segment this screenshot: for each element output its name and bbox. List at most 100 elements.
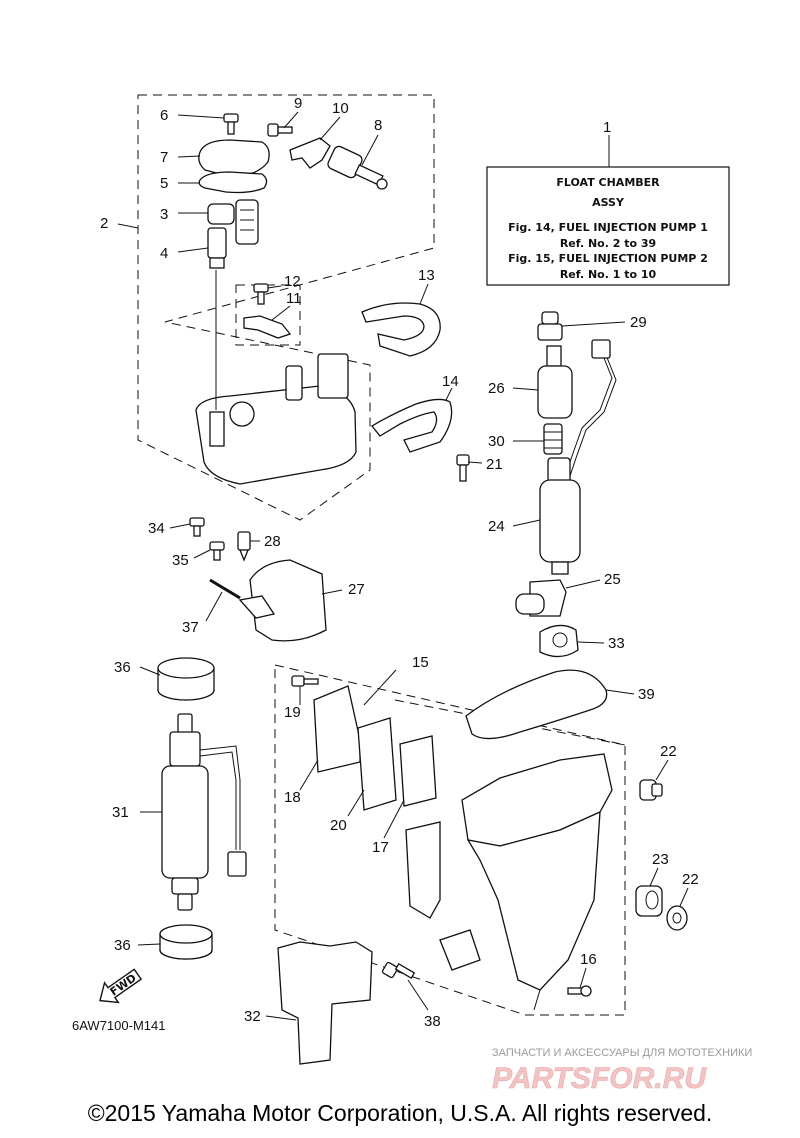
info-box-line3: Fig. 14, FUEL INJECTION PUMP 1 [508,221,708,234]
part-6-screw [223,113,239,135]
callout-22b: 22 [682,871,699,888]
callout-9: 9 [294,95,302,112]
watermark-logo: PARTSFOR.RU [492,1062,707,1095]
info-box-line5: Fig. 15, FUEL INJECTION PUMP 2 [508,252,708,265]
copyright-notice: ©2015 Yamaha Motor Corporation, U.S.A. A… [87,1100,713,1126]
callout-35: 35 [172,552,189,569]
group-outline-15 [274,664,626,1016]
callout-14: 14 [442,373,459,390]
watermark-top-text: ЗАПЧАСТИ И АКСЕССУАРЫ ДЛЯ МОТОТЕХНИКИ [492,1047,752,1059]
part-32-bracket [277,941,373,1065]
callout-32: 32 [244,1008,261,1025]
callout-11: 11 [286,290,302,307]
part-22-grommet-upper [639,779,663,801]
callout-18: 18 [284,789,301,806]
callout-30: 30 [488,433,505,450]
part-24-fuel-pump [539,457,581,575]
part-36-bushing-top [157,657,215,701]
callout-20: 20 [330,817,347,834]
part-19-screw [291,675,319,687]
part-10-bracket [289,137,331,169]
part-39-gasket [465,669,608,740]
callout-6: 6 [160,107,168,124]
part-7-cover [198,139,270,177]
fwd-label: FWD [108,971,139,998]
part-18-plate [313,685,361,773]
part-15-float-chamber [405,753,613,1011]
part-16-screw [567,985,592,997]
callout-12: 12 [284,273,301,290]
part-22-grommet-lower [666,905,688,931]
part-25-filter [515,579,567,617]
info-box-line1: FLOAT CHAMBER [556,176,660,189]
part-36-bushing-bottom [159,924,213,960]
callout-23: 23 [652,851,669,868]
callout-numbers: 1 2 3 4 5 6 7 8 9 10 11 12 13 14 15 16 1… [100,95,699,1030]
callout-10: 10 [332,100,349,117]
part-8-valve [327,145,388,190]
info-box: FLOAT CHAMBER ASSY Fig. 14, FUEL INJECTI… [486,166,730,286]
part-9-bolt [267,123,293,137]
info-box-line6: Ref. No. 1 to 10 [560,268,657,281]
part-26-holder [537,339,617,477]
part-5-gasket [198,171,268,194]
info-box-line2: ASSY [592,196,625,209]
part-30-filter [543,423,563,455]
part-38-bolt [381,961,416,979]
part-11-clip [243,315,292,339]
part-35-bolt [209,541,225,561]
group-outline-2 [137,94,435,521]
part-27-cover [238,559,327,642]
part-29-grommet [537,311,563,341]
part-17-gasket [399,735,437,807]
callout-31: 31 [112,804,129,821]
callout-27: 27 [348,581,365,598]
callout-19: 19 [284,704,301,721]
part-23-damper [635,885,663,917]
part-34-bolt [189,517,205,537]
callout-22a: 22 [660,743,677,760]
callout-17: 17 [372,839,389,856]
callout-24: 24 [488,518,505,535]
part-3-filter [207,199,259,245]
callout-34: 34 [148,520,165,537]
part-13-hose [361,302,441,357]
part-20-gasket [357,717,397,811]
callout-4: 4 [160,245,168,262]
part-4-plunger [207,227,227,269]
group-outline-15-top [394,699,626,746]
part-31-fuel-pump [161,713,247,911]
callout-26: 26 [488,380,505,397]
callout-1: 1 [603,119,611,136]
part-33-rubber [539,624,579,658]
callout-36b: 36 [114,937,131,954]
callout-15: 15 [412,654,429,671]
callout-39: 39 [638,686,655,703]
part-number: 6AW7100-M141 [72,1018,165,1033]
callout-2: 2 [100,215,108,232]
callout-25: 25 [604,571,621,588]
info-box-line4: Ref. No. 2 to 39 [560,237,656,250]
callout-29: 29 [630,314,647,331]
callout-5: 5 [160,175,168,192]
part-28-plug [237,531,251,562]
callout-16: 16 [580,951,597,968]
callout-13: 13 [418,267,435,284]
callout-36a: 36 [114,659,131,676]
part-21-screw [456,454,470,482]
callout-28: 28 [264,533,281,550]
callout-38: 38 [424,1013,441,1030]
callout-37: 37 [182,619,199,636]
callout-3: 3 [160,206,168,223]
callout-7: 7 [160,149,168,166]
fwd-arrow: FWD [99,968,143,1004]
part-14-hose [371,398,453,453]
group-outline-11 [235,284,301,346]
callout-33: 33 [608,635,625,652]
part-2-pump-details [209,270,349,447]
leader-lines [117,111,689,1021]
callout-8: 8 [374,117,382,134]
part-37-pin [209,578,241,600]
callout-21: 21 [486,456,503,473]
